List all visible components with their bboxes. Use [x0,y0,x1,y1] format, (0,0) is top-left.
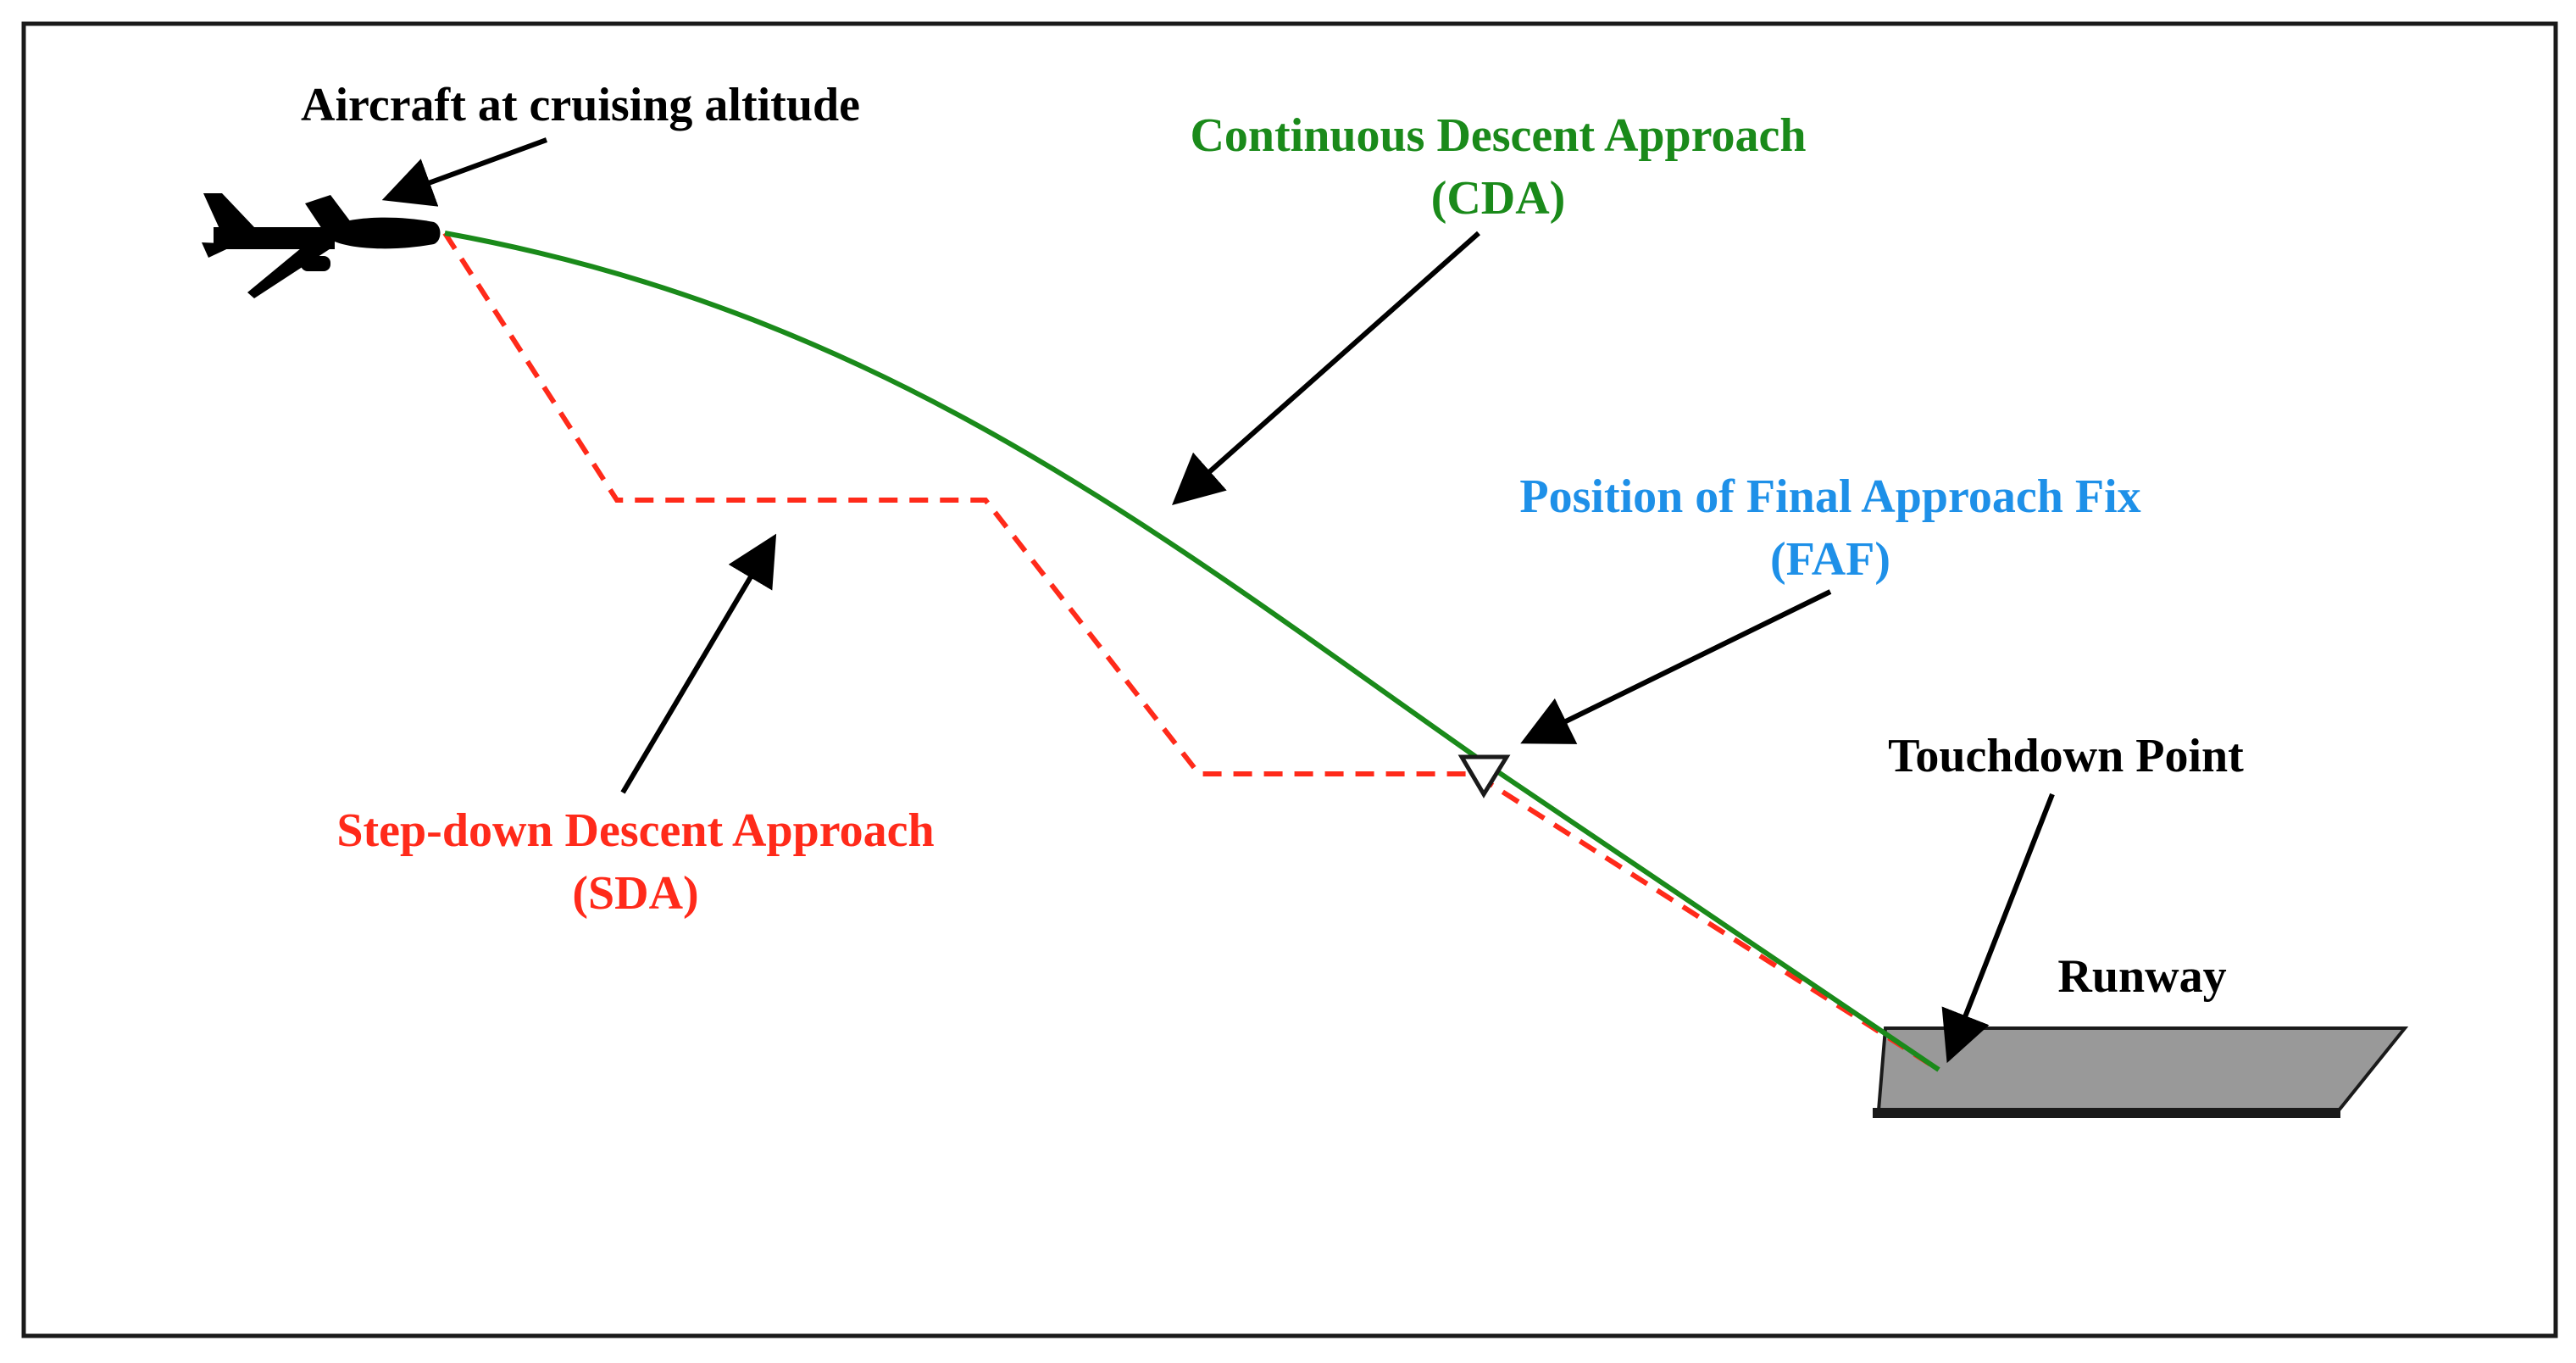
faf-title: Position of Final Approach Fix [1519,470,2140,523]
touchdown-label: Touchdown Point [1888,730,2244,782]
sda-title: Step-down Descent Approach [336,804,934,857]
runway-label: Runway [2057,950,2226,1003]
cda-path [444,231,1940,1072]
faf-marker-icon [1457,754,1511,798]
aircraft-label: Aircraft at cruising altitude [301,79,860,131]
cda-title: Continuous Descent Approach [1190,109,1806,162]
runway [1873,1026,2409,1118]
airplane-icon [202,193,441,298]
sda-abbreviation: (SDA) [572,867,698,920]
sda-arrow [620,533,777,794]
faf-abbreviation: (FAF) [1770,533,1890,586]
aircraft-arrow [381,137,548,207]
touchdown-arrow [1941,793,2055,1064]
faf-arrow [1520,589,1832,744]
cda-abbreviation: (CDA) [1431,172,1566,225]
sda-path [442,231,1940,1072]
cda-arrow [1172,231,1480,505]
